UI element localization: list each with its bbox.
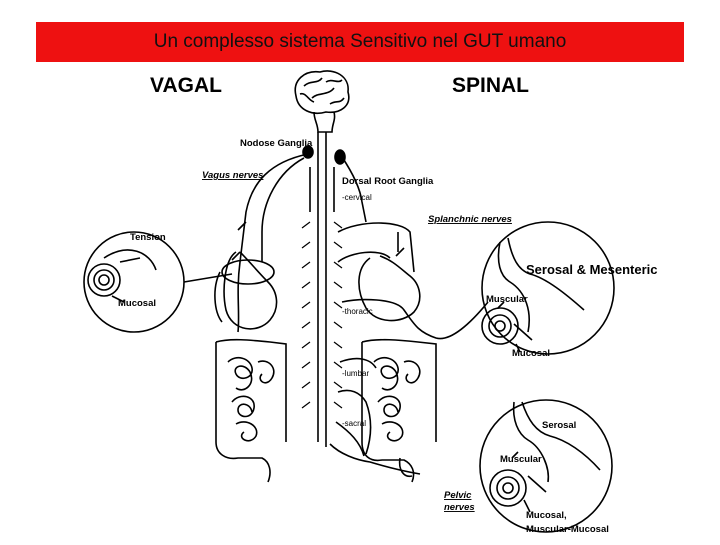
top-mucosal-label: Mucosal	[512, 348, 550, 359]
dorsal-root-ganglion	[334, 149, 346, 165]
slide-title: Un complesso sistema Sensitivo nel GUT u…	[153, 31, 567, 52]
serosal-mesenteric-label: Serosal & Mesenteric	[526, 262, 658, 277]
left-inset-circle	[83, 231, 275, 333]
vagus-nerves-label: Vagus nerves	[202, 170, 263, 181]
serosal-label: Serosal	[542, 420, 576, 431]
thoracic-label: -thoracic	[342, 307, 373, 316]
bottom-mucosal-label: Mucosal,	[526, 510, 567, 521]
left-intestine	[215, 338, 287, 483]
vagal-label: VAGAL	[150, 74, 222, 97]
sacral-label: -sacral	[342, 419, 366, 428]
right-bottom-inset-circle	[479, 399, 613, 533]
right-intestine	[361, 338, 437, 483]
vagus-nerve-paths	[231, 153, 309, 333]
spinal-cord	[301, 132, 343, 447]
right-top-inset-circle	[481, 221, 615, 355]
gut-sensory-diagram: VAGAL SPINAL Nodose Ganglia Vagus nerves…	[0, 62, 720, 540]
diagram-svg: VAGAL SPINAL Nodose Ganglia Vagus nerves…	[83, 70, 658, 535]
cervical-label: -cervical	[342, 193, 372, 202]
dorsal-root-ganglia-label: Dorsal Root Ganglia	[342, 176, 434, 187]
brain-icon	[294, 70, 350, 133]
top-muscular-label: Muscular	[486, 294, 528, 305]
slide-title-bar: Un complesso sistema Sensitivo nel GUT u…	[36, 22, 684, 62]
bottom-muscular-label: Muscular	[500, 454, 542, 465]
pelvic-label: Pelvic	[444, 490, 472, 501]
muscular-mucosal-label: Muscular-Mucosal	[526, 524, 609, 535]
right-stomach	[358, 255, 421, 322]
nerves-label: nerves	[444, 502, 475, 513]
lumbar-label: -lumbar	[342, 369, 369, 378]
spinal-label: SPINAL	[452, 74, 529, 97]
tension-label: Tension	[130, 232, 166, 243]
splanchnic-nerves-label: Splanchnic nerves	[428, 214, 512, 225]
nodose-ganglia-label: Nodose Ganglia	[240, 138, 313, 149]
left-mucosal-label: Mucosal	[118, 298, 156, 309]
